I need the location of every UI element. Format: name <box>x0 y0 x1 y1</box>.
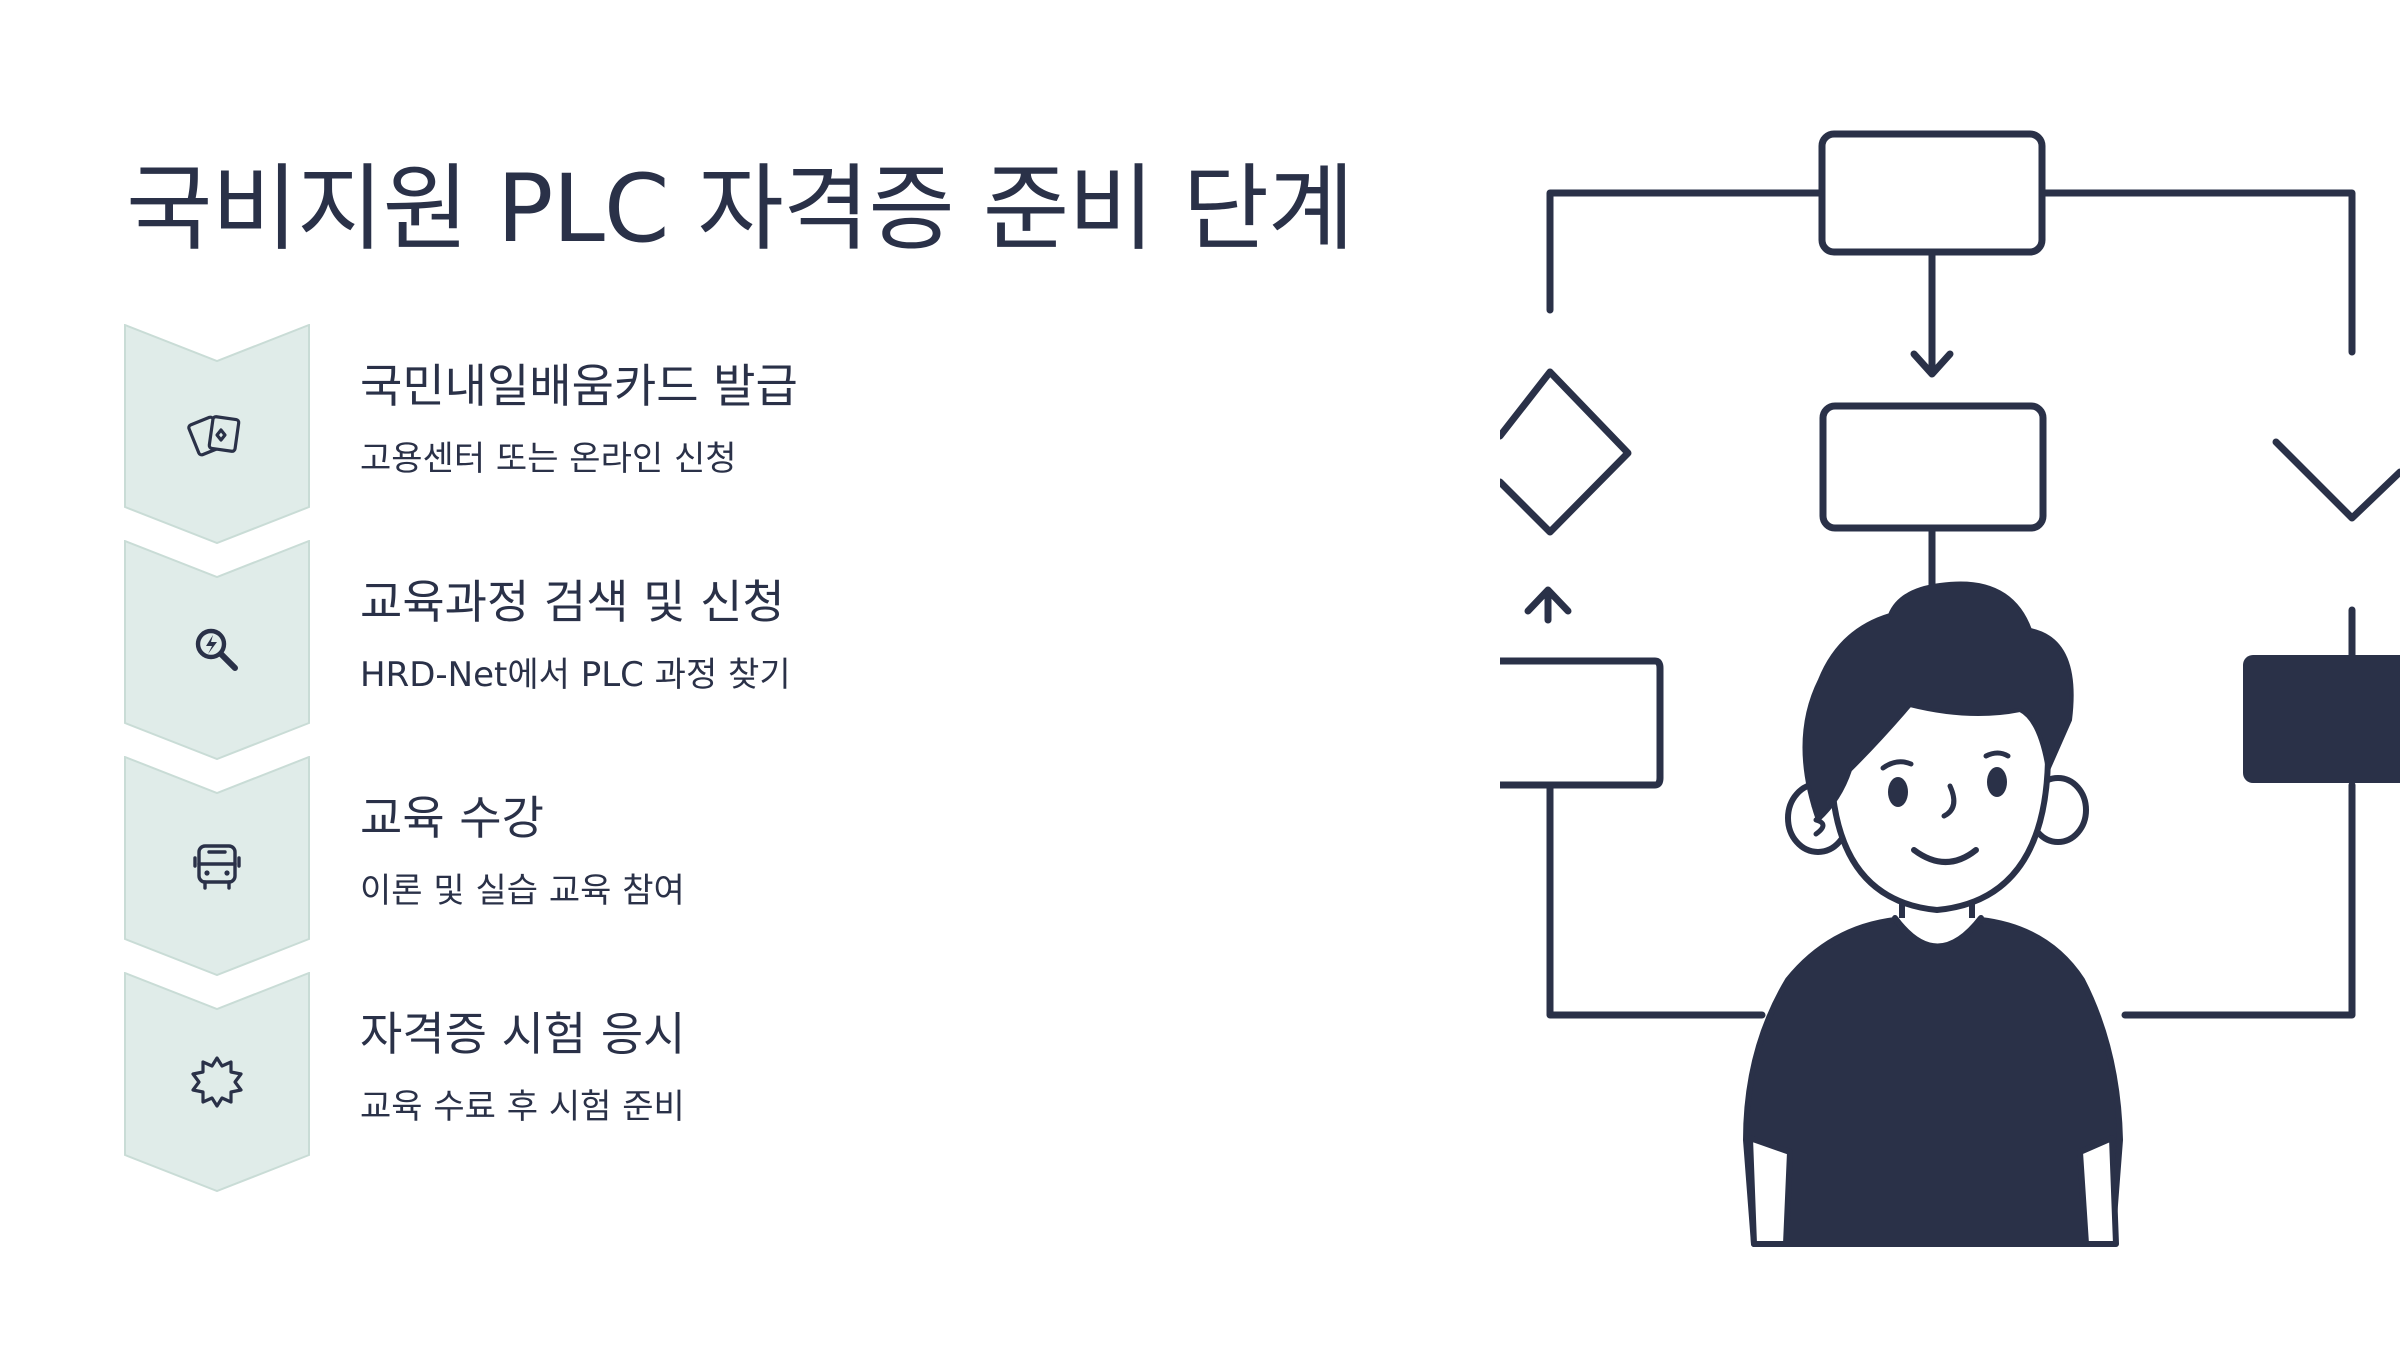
step-chevron <box>124 972 310 1192</box>
step-1: 국민내일배움카드 발급 고용센터 또는 온라인 신청 <box>124 324 1324 544</box>
step-chevron <box>124 540 310 760</box>
step-title: 교육 수강 <box>360 791 544 845</box>
step-title: 국민내일배움카드 발급 <box>360 359 798 413</box>
right-chevron-shape <box>2272 438 2400 522</box>
badge-icon <box>191 1056 243 1108</box>
step-description: 교육 수료 후 시험 준비 <box>360 1087 685 1127</box>
top-flow-box <box>1818 130 2046 256</box>
step-description: 이론 및 실습 교육 참여 <box>360 871 685 911</box>
left-top-connector <box>1546 189 1826 314</box>
left-flow-box <box>1500 657 1664 789</box>
right-bottom-connector <box>2121 781 2356 1019</box>
right-top-connector <box>2038 189 2356 356</box>
bus-icon <box>193 844 241 890</box>
step-description: 고용센터 또는 온라인 신청 <box>360 439 737 479</box>
step-description: HRD-Net에서 PLC 과정 찾기 <box>360 655 791 695</box>
step-chevron <box>124 756 310 976</box>
step-2: 교육과정 검색 및 신청 HRD-Net에서 PLC 과정 찾기 <box>124 540 1324 760</box>
right-filled-box <box>2243 655 2400 783</box>
step-4: 자격증 시험 응시 교육 수료 후 시험 준비 <box>124 972 1324 1192</box>
down-arrow-head <box>1910 350 1954 378</box>
search-icon <box>195 628 238 671</box>
step-3: 교육 수강 이론 및 실습 교육 참여 <box>124 756 1324 976</box>
middle-flow-box <box>1819 402 2047 532</box>
person <box>1743 581 2123 1247</box>
flowchart-person-illustration <box>1500 130 2400 1247</box>
left-bottom-connector <box>1546 781 1766 1019</box>
page-title: 국비지원 PLC 자격증 준비 단계 <box>126 155 1354 264</box>
step-title: 자격증 시험 응시 <box>360 1007 686 1061</box>
cards-icon <box>187 415 241 457</box>
step-title: 교육과정 검색 및 신청 <box>360 575 785 629</box>
up-arrow-head <box>1524 586 1572 615</box>
left-diamond <box>1500 368 1632 536</box>
